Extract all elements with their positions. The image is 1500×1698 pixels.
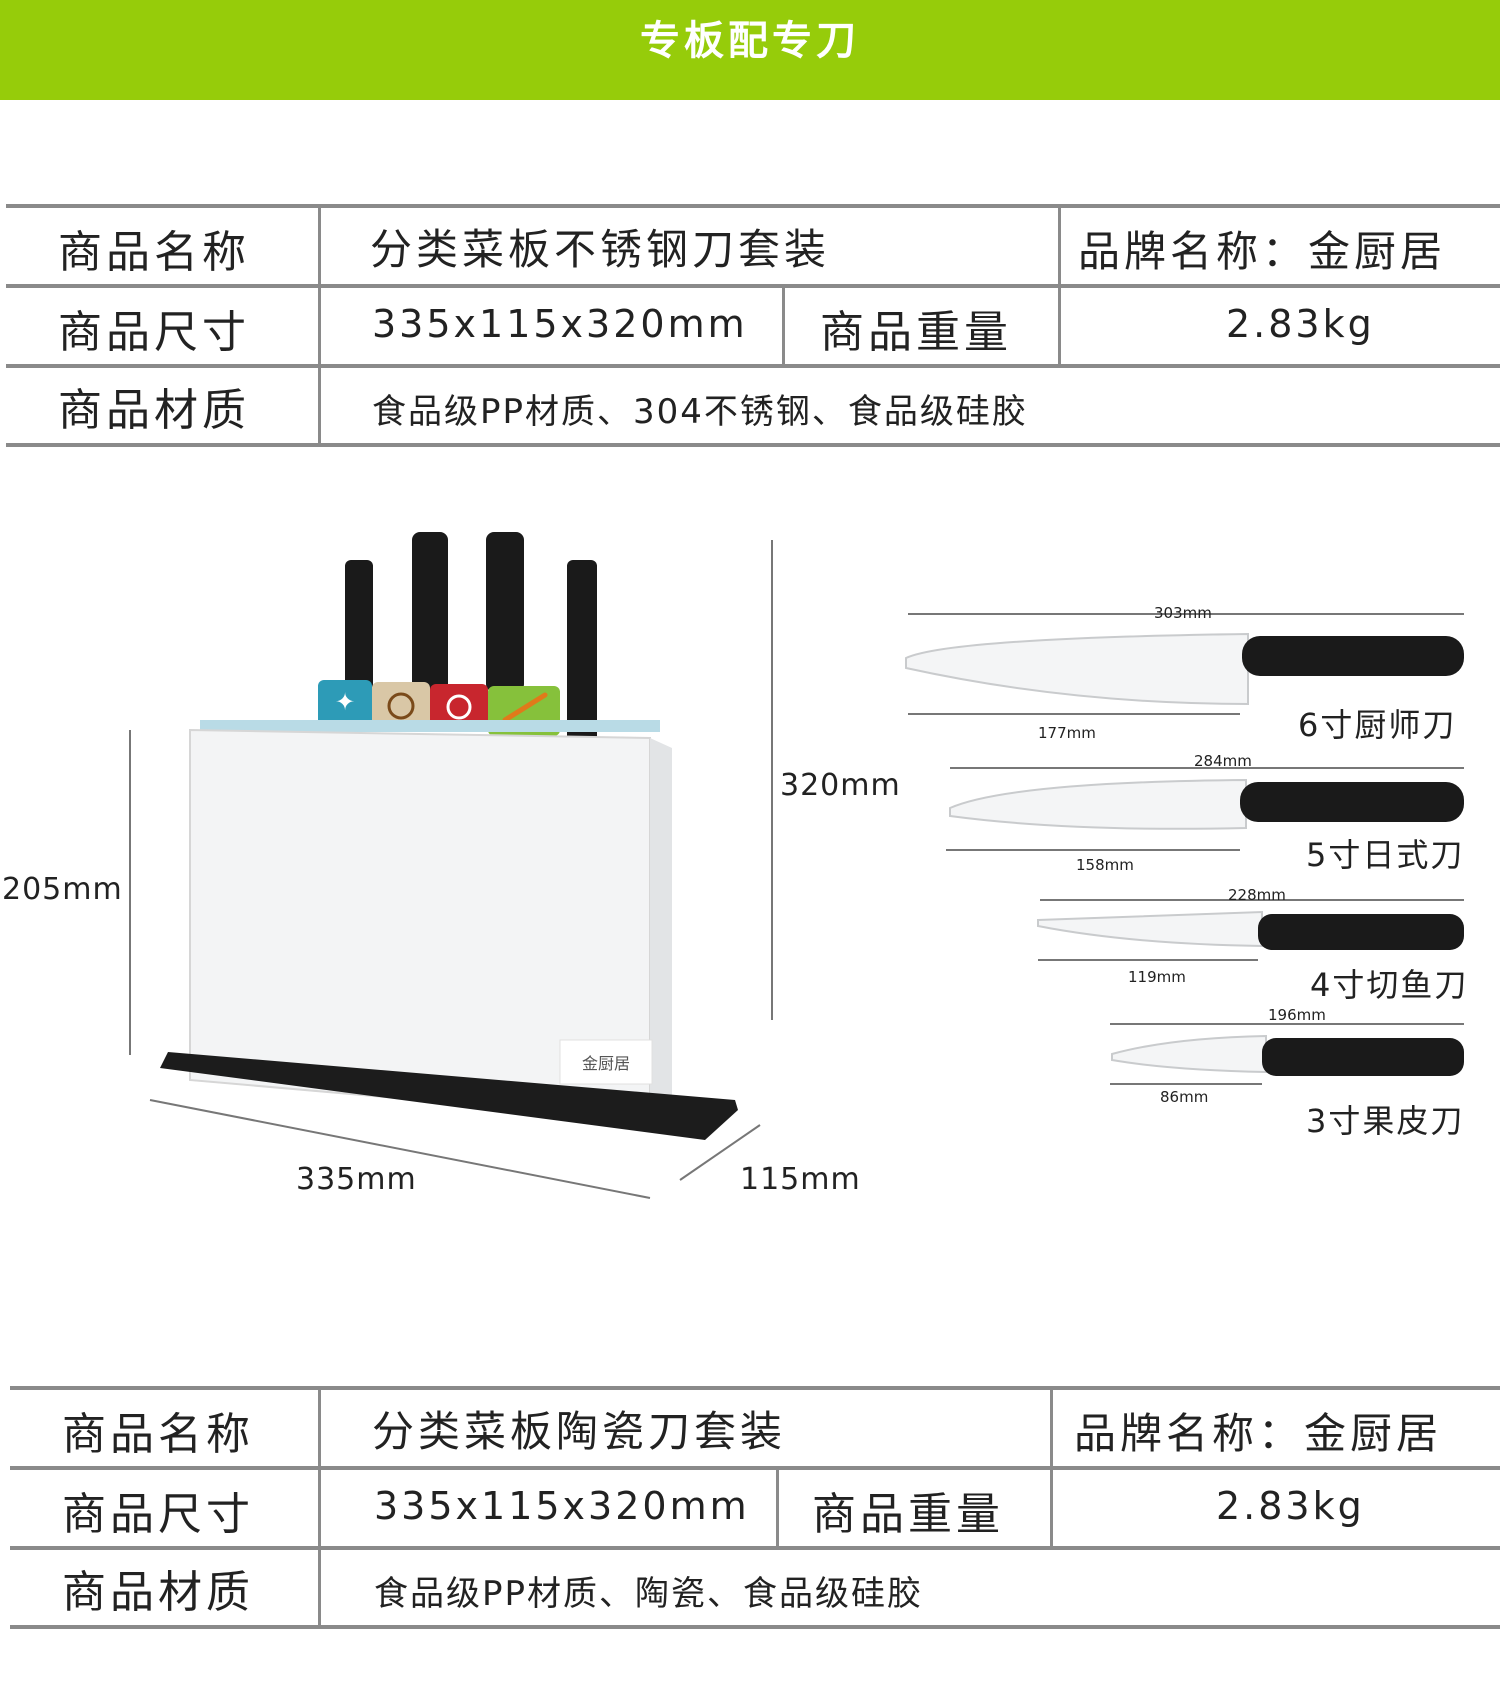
knife-total-length: 284mm — [1194, 752, 1252, 770]
knife-handle — [1240, 782, 1464, 822]
svg-text:✦: ✦ — [335, 688, 355, 716]
knife-blade — [905, 632, 1249, 706]
knife-handle — [345, 560, 373, 690]
header-banner: 专板配专刀 — [0, 0, 1500, 100]
knife-total-length: 196mm — [1268, 1006, 1326, 1024]
table-rule — [10, 1546, 1500, 1550]
meat-tab — [430, 684, 488, 730]
knife-handle — [1242, 636, 1464, 676]
knife-blade — [1037, 910, 1263, 948]
product-weight-label: 商品重量 — [812, 1489, 1004, 1540]
brand-logo-text: 金厨居 — [582, 1054, 630, 1073]
table-rule — [10, 1625, 1500, 1629]
table-divider — [1058, 204, 1061, 368]
table-rule — [10, 1386, 1500, 1390]
product-material-value: 食品级PP材质、陶瓷、食品级硅胶 — [374, 1574, 924, 1614]
product-weight-value: 2.83kg — [1216, 1484, 1365, 1528]
product-size-value: 335x115x320mm — [374, 1484, 750, 1528]
knife-block-illustration: ✦ 金厨居 — [129, 532, 773, 1199]
brand-name: 品牌名称：金厨居 — [1074, 1409, 1443, 1458]
product-material-label: 商品材质 — [62, 1567, 254, 1618]
product-weight-value: 2.83kg — [1226, 302, 1375, 346]
knife-handle — [486, 532, 524, 692]
knife-blade-length: 158mm — [1076, 856, 1134, 874]
product-diagram: ✦ 金厨居 205mm 320mm 335mm 115mm — [0, 520, 1500, 1240]
table-rule — [6, 284, 1500, 288]
table-divider — [782, 284, 785, 368]
product-name-value: 分类菜板不锈钢刀套装 — [370, 225, 831, 274]
brand-logo — [559, 1039, 653, 1085]
product-size-value: 335x115x320mm — [372, 302, 748, 346]
product-material-label: 商品材质 — [58, 385, 250, 436]
knife-handle — [412, 532, 448, 692]
knife-blade — [949, 778, 1247, 830]
product-size-label: 商品尺寸 — [58, 307, 250, 358]
knife-total-length: 303mm — [1154, 604, 1212, 622]
brand-name: 品牌名称：金厨居 — [1078, 227, 1447, 276]
table-rule — [6, 364, 1500, 368]
table-divider — [776, 1466, 779, 1550]
knife-handle — [567, 560, 597, 770]
depth-label: 115mm — [740, 1162, 861, 1197]
total-height-label: 320mm — [780, 768, 901, 803]
cooked-food-tab — [372, 682, 430, 728]
spec-table-steel: 商品名称 分类菜板不锈钢刀套装 品牌名称：金厨居 商品尺寸 335x115x32… — [6, 204, 1500, 450]
width-label: 335mm — [296, 1162, 417, 1197]
knife-blade-length: 86mm — [1160, 1088, 1209, 1106]
knife-blade-length: 119mm — [1128, 968, 1186, 986]
knife-set-illustration — [905, 613, 1464, 1085]
knife-total-length: 228mm — [1228, 886, 1286, 904]
product-size-label: 商品尺寸 — [62, 1489, 254, 1540]
table-rule — [10, 1466, 1500, 1470]
knife-blade — [1111, 1034, 1267, 1074]
product-name-label: 商品名称 — [58, 227, 250, 278]
knife-handle — [1262, 1038, 1464, 1076]
knife-name: 4寸切鱼刀 — [1310, 966, 1469, 1004]
banner-title: 专板配专刀 — [640, 18, 860, 64]
product-name-value: 分类菜板陶瓷刀套装 — [372, 1407, 787, 1456]
table-divider — [1050, 1386, 1053, 1550]
knife-name: 5寸日式刀 — [1306, 836, 1465, 874]
knife-handle — [1258, 914, 1464, 950]
board-height-label: 205mm — [2, 872, 123, 907]
fish-tab — [318, 680, 372, 726]
spec-table-ceramic: 商品名称 分类菜板陶瓷刀套装 品牌名称：金厨居 商品尺寸 335x115x320… — [10, 1386, 1500, 1632]
knife-name: 3寸果皮刀 — [1306, 1102, 1465, 1140]
knife-name: 6寸厨师刀 — [1298, 706, 1457, 744]
table-rule — [6, 443, 1500, 447]
product-weight-label: 商品重量 — [820, 307, 1012, 358]
product-material-value: 食品级PP材质、304不锈钢、食品级硅胶 — [372, 392, 1028, 432]
table-divider — [318, 204, 321, 447]
table-rule — [6, 204, 1500, 208]
table-divider — [318, 1386, 321, 1629]
product-name-label: 商品名称 — [62, 1409, 254, 1460]
knife-blade-length: 177mm — [1038, 724, 1096, 742]
